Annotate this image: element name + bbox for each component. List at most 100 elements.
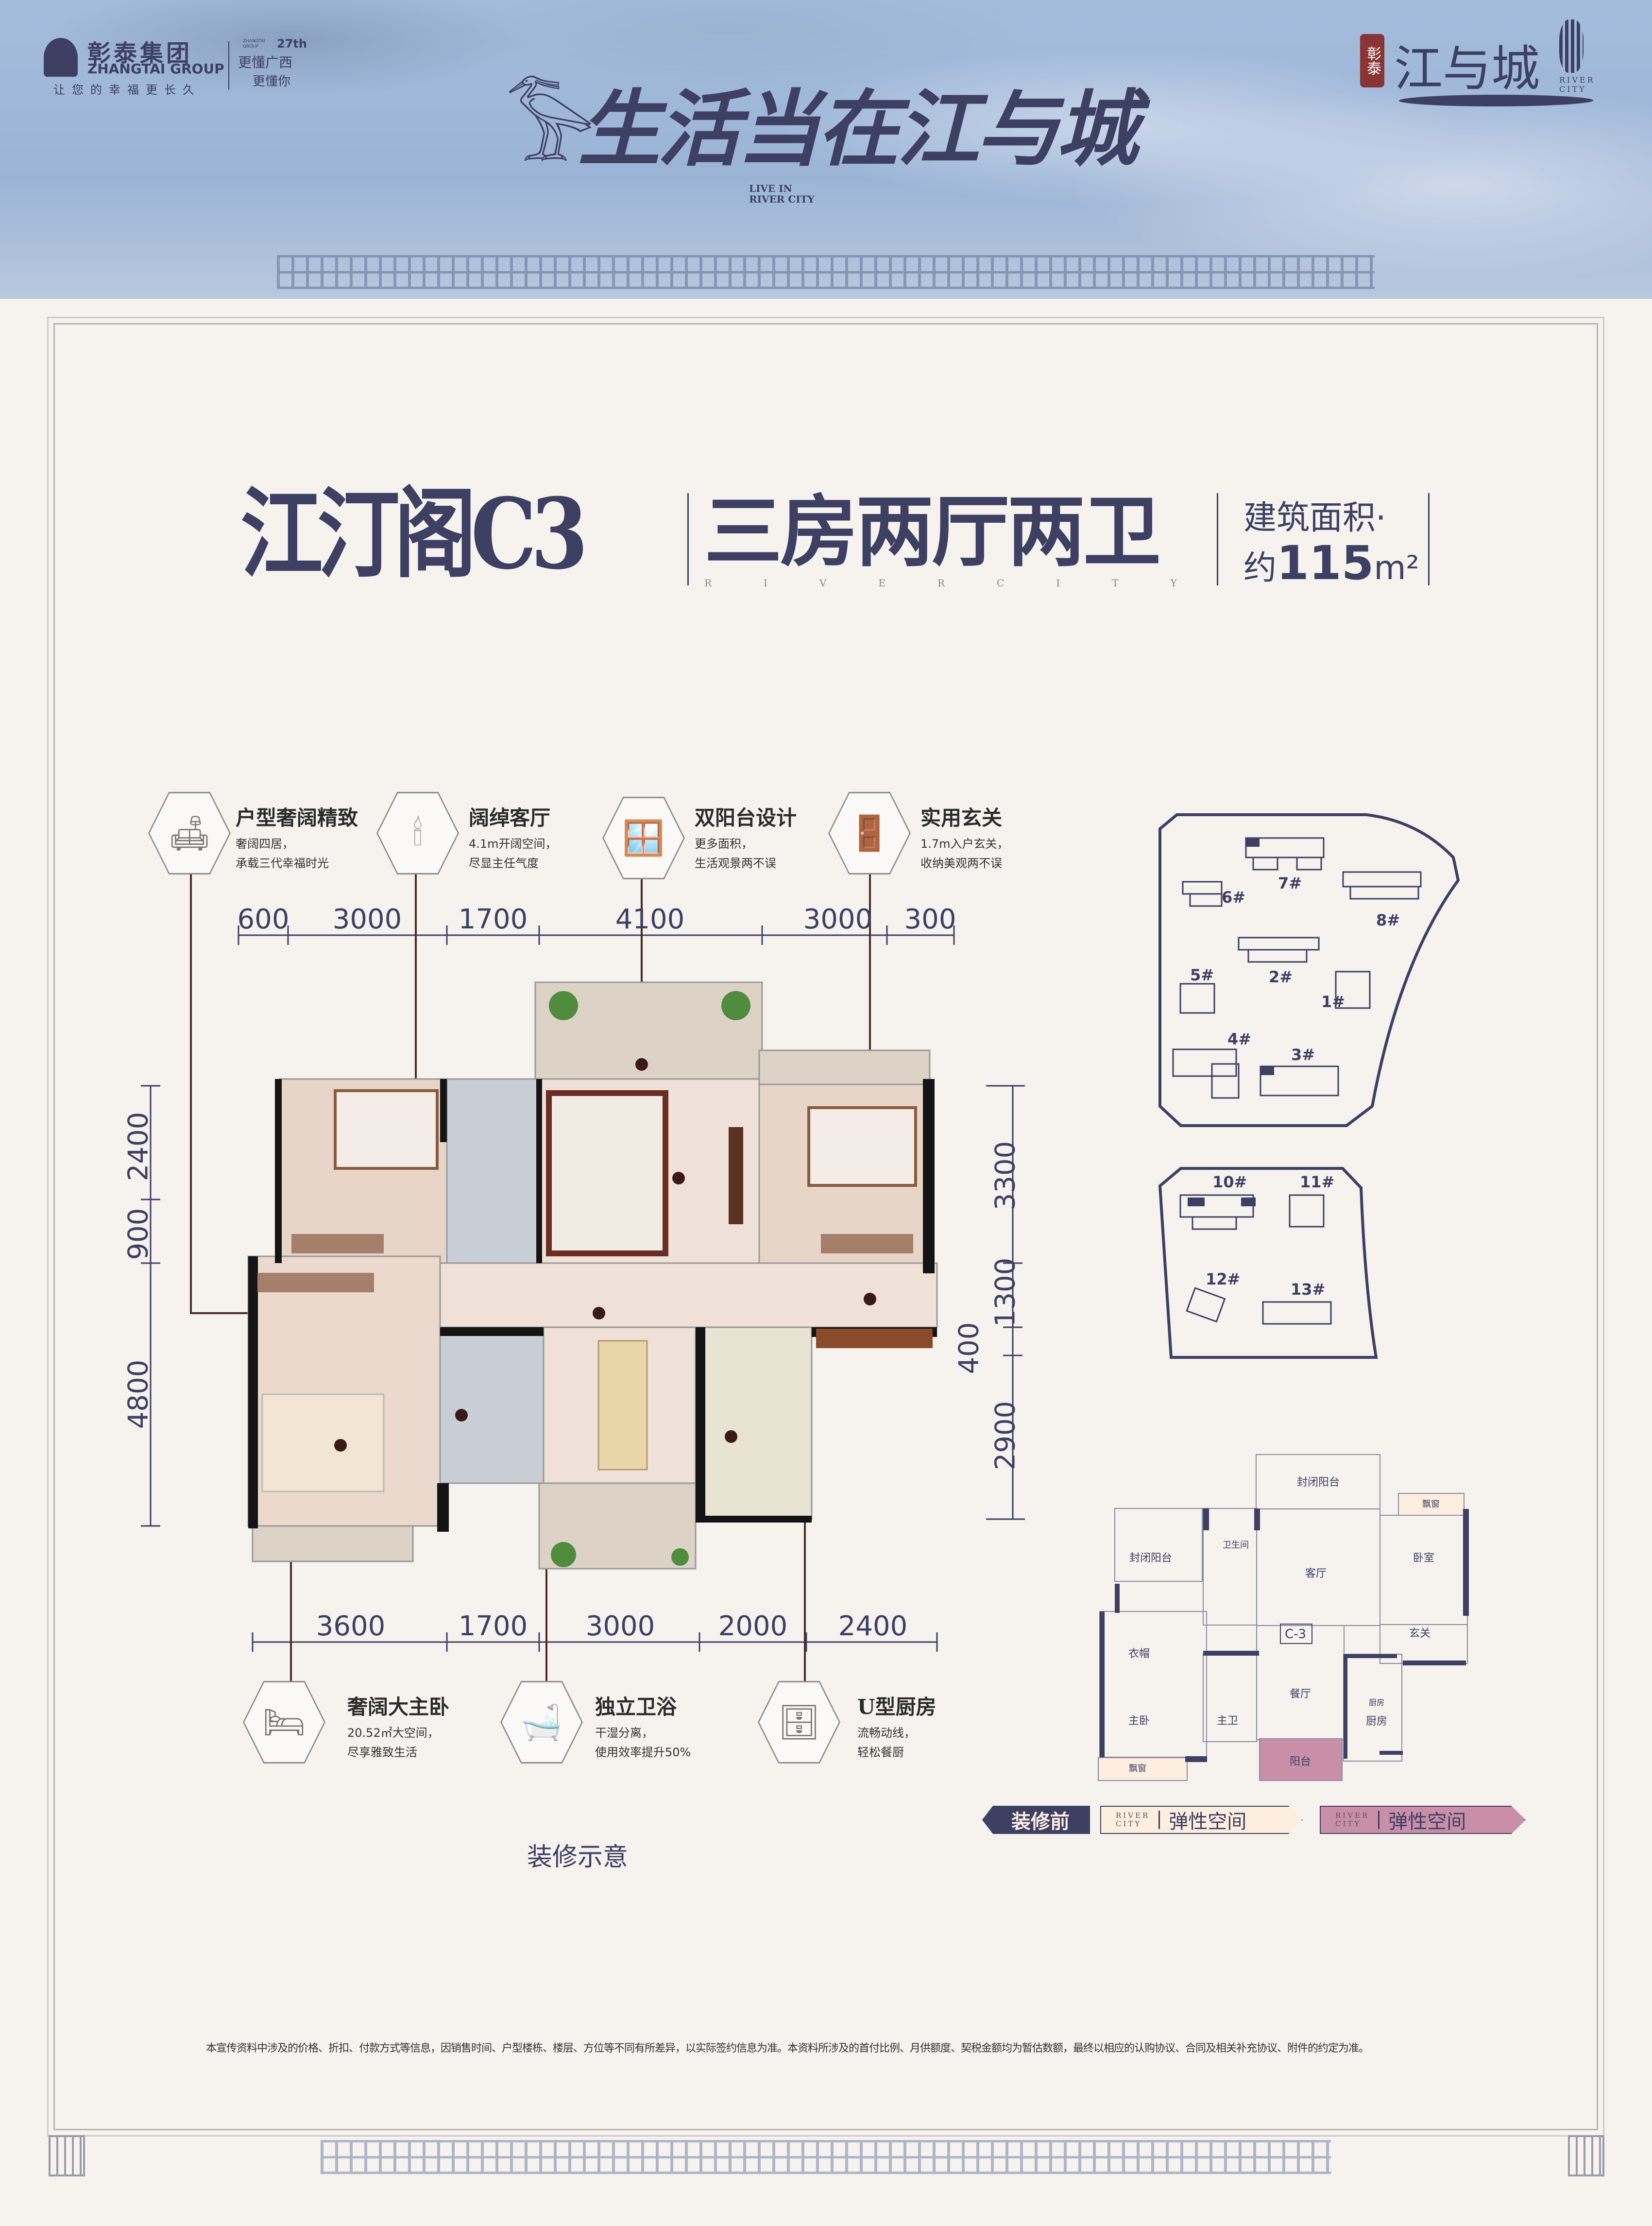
dim-top-3: 4100	[615, 904, 685, 935]
legend-before-label: 装修前	[1011, 1811, 1070, 1833]
feature-title: 双阳台设计	[695, 806, 797, 830]
slogan-en-line2: RIVER CITY	[749, 193, 815, 205]
anniversary-brand: ZHANGTAI GROUP	[243, 39, 266, 49]
anniversary-line1: 更懂广西	[238, 54, 293, 70]
slogan-text: 生活当在江与城	[578, 82, 1139, 178]
feature-title: U型厨房	[857, 1695, 937, 1719]
feature-hex	[828, 792, 911, 874]
legend-divider	[1378, 1811, 1380, 1829]
sofa-icon: 🛋	[168, 813, 211, 853]
feature-line2: 使用效率提升50%	[595, 1746, 691, 1759]
area-divider-left	[1217, 493, 1218, 585]
area-unit: m²	[1374, 549, 1419, 587]
feature-hex	[500, 1681, 583, 1764]
feature-line2: 承载三代幸福时光	[236, 856, 329, 870]
feature-line2: 轻松餐厨	[857, 1746, 904, 1759]
dim-top-2: 1700	[458, 904, 528, 935]
feature-line1: 1.7m入户玄关，	[920, 837, 1009, 851]
clover-logo-icon	[44, 38, 78, 77]
feature-line2: 尽享雅致生活	[347, 1746, 417, 1759]
dim-right-1: 1300	[989, 1257, 1022, 1327]
feature-title: 阔绰客厅	[469, 806, 551, 830]
dim-right-0: 3300	[989, 1141, 1022, 1211]
bathtub-icon: 🛁	[520, 1702, 563, 1742]
legend-flex1-label: 弹性空间	[1169, 1811, 1247, 1833]
feature-hex	[602, 797, 685, 879]
feature-title: 户型奢阔精致	[236, 806, 358, 830]
dim-top-1: 3000	[332, 904, 402, 935]
legend-before-renovation: 装修前	[982, 1806, 1090, 1834]
project-name-en: RIVER CITY	[1559, 75, 1595, 94]
dim-left-2: 4800	[122, 1359, 154, 1429]
logo-divider	[228, 41, 229, 90]
corner-ornament-left	[49, 2135, 85, 2176]
dim-top-5: 300	[904, 904, 956, 935]
legend-divider	[1158, 1811, 1160, 1829]
feature-line1: 奢阔四居，	[236, 837, 294, 851]
plan-caption: 装修示意	[527, 1843, 629, 1872]
project-logo: 彰泰 江与城 RIVER CITY	[1360, 19, 1613, 117]
legend-flex2-label: 弹性空间	[1388, 1811, 1466, 1833]
anniversary-badge: ZHANGTAI GROUP 27th 更懂广西 更懂你	[238, 37, 321, 97]
dim-top-0: 600	[237, 904, 290, 935]
bed-icon: 🛏	[262, 1702, 306, 1742]
feature-title: 独立卫浴	[595, 1695, 677, 1719]
feature-hex	[758, 1681, 840, 1764]
dim-bottom-3: 2000	[718, 1610, 788, 1642]
dim-left-0: 2400	[122, 1112, 154, 1181]
area-value: 115	[1277, 536, 1374, 590]
door-icon: 🚪	[848, 813, 891, 853]
dim-bottom-1: 1700	[458, 1610, 528, 1642]
rc-line2: CITY	[1335, 1819, 1362, 1828]
balcony-icon: 🪟	[622, 818, 665, 858]
title-divider	[687, 493, 689, 585]
unit-name: 江汀阁C3	[240, 477, 588, 591]
seal-stamp: 彰泰	[1360, 34, 1384, 87]
page-frame	[47, 317, 1604, 2137]
heron-icon: 𓅣	[505, 83, 596, 179]
feature-line2: 生活观景两不误	[695, 856, 776, 870]
group-name-cn: 彰泰集团	[87, 40, 193, 67]
dim-bottom-0: 3600	[316, 1610, 386, 1642]
dim-bottom-4: 2400	[838, 1610, 908, 1642]
slogan-en-line1: LIVE IN	[749, 183, 792, 194]
rc-line2: CITY	[1116, 1819, 1142, 1828]
dim-top-4: 3000	[803, 904, 873, 935]
kitchen-icon: 🗄	[777, 1702, 821, 1742]
feature-line1: 更多面积，	[695, 837, 753, 851]
project-name: 江与城	[1394, 40, 1540, 97]
header-banner: 彰泰集团 ZHANGTAI GROUP 让您的幸福更长久 ZHANGTAI GR…	[0, 0, 1652, 299]
dim-bottom-2: 3000	[585, 1610, 655, 1642]
feature-line1: 20.52㎡大空间，	[347, 1726, 439, 1740]
slogan: 𓅣 生活当在江与城 LIVE IN RIVER CITY	[495, 83, 1166, 209]
area-box: 建筑面积· 约115m²	[1243, 491, 1419, 601]
fret-border-bottom	[321, 2140, 1331, 2174]
layout-type: 三房两厅两卫	[704, 486, 1161, 577]
group-slogan: 让您的幸福更长久	[53, 83, 201, 97]
feature-line1: 流畅动线，	[857, 1726, 916, 1740]
feature-line1: 干湿分离，	[595, 1726, 653, 1740]
zhangtai-logo: 彰泰集团 ZHANGTAI GROUP 让您的幸福更长久	[44, 34, 228, 97]
area-prefix: 约	[1243, 549, 1277, 587]
feature-hex	[148, 792, 231, 874]
feature-hex	[376, 792, 459, 874]
feature-title: 实用玄关	[920, 806, 1003, 830]
area-label: 建筑面积·	[1243, 499, 1386, 537]
disclaimer: 本宣传资料中涉及的价格、折扣、付款方式等信息，因销售时间、户型楼栋、楼层、方位等…	[206, 2042, 1369, 2055]
corner-ornament-right	[1568, 2135, 1604, 2176]
dim-right-3: 2900	[989, 1401, 1022, 1471]
slogan-en: LIVE IN RIVER CITY	[748, 182, 816, 205]
dim-left-1: 900	[122, 1208, 154, 1260]
vertical-bars-icon	[1559, 19, 1584, 73]
fret-border-top	[277, 255, 1375, 289]
feature-title: 奢阔大主卧	[347, 1695, 450, 1719]
area-divider-right	[1428, 493, 1430, 585]
rivercity-letters: RIVERCITY	[704, 577, 1229, 589]
rc-line1: RIVER	[1116, 1811, 1150, 1820]
group-name-en: ZHANGTAI GROUP	[87, 61, 224, 77]
anniversary-line2: 更懂你	[253, 74, 291, 89]
dim-right-2: 400	[953, 1322, 985, 1374]
